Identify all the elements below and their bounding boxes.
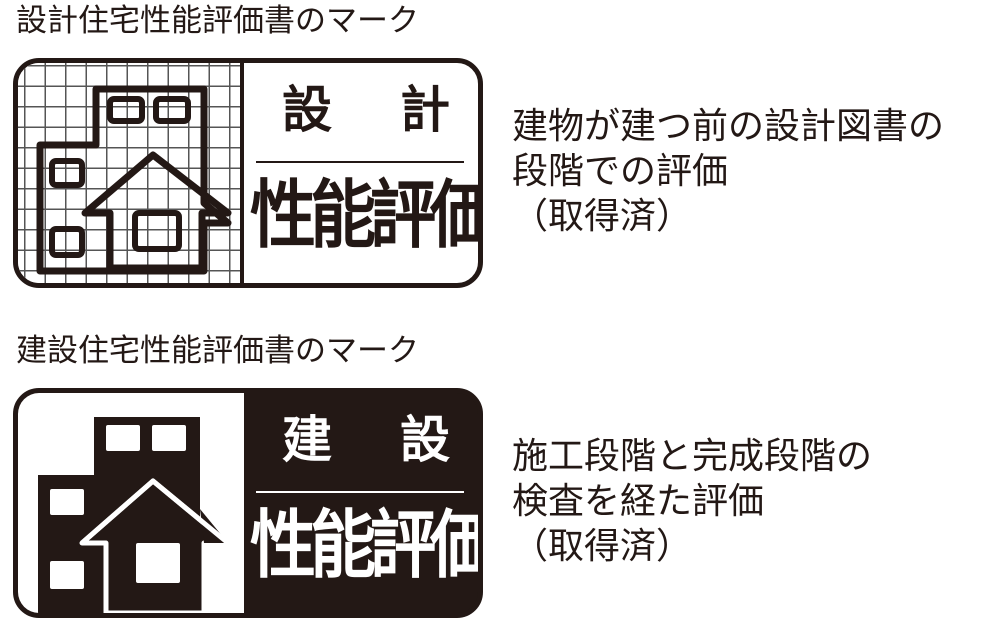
- badge-icon-panel: [18, 63, 244, 283]
- badge-divider: [256, 161, 464, 163]
- design-mark-title: 設計住宅性能評価書のマーク: [16, 3, 419, 39]
- badge-divider: [256, 491, 464, 493]
- badge-label-bottom: 性能評価: [250, 502, 483, 589]
- badge-icon-panel: [18, 393, 244, 613]
- house-building-icon: [36, 85, 232, 275]
- house-building-icon: [38, 393, 240, 613]
- badge-label-panel: 建 設 性能評価: [244, 393, 478, 613]
- badge-label-bottom: 性能評価: [250, 172, 483, 259]
- design-mark-description: 建物が建つ前の設計図書の 段階での評価 （取得済）: [512, 106, 945, 237]
- construction-performance-badge: 建 設 性能評価: [13, 388, 483, 618]
- construction-mark-description: 施工段階と完成段階の 検査を経た評価 （取得済）: [512, 436, 873, 567]
- construction-mark-title: 建設住宅性能評価書のマーク: [16, 333, 419, 369]
- badge-label-top: 建 設: [282, 411, 450, 469]
- design-performance-badge: 設 計 性能評価: [13, 58, 483, 288]
- badge-label-top: 設 計: [282, 81, 450, 139]
- badge-label-panel: 設 計 性能評価: [244, 63, 478, 283]
